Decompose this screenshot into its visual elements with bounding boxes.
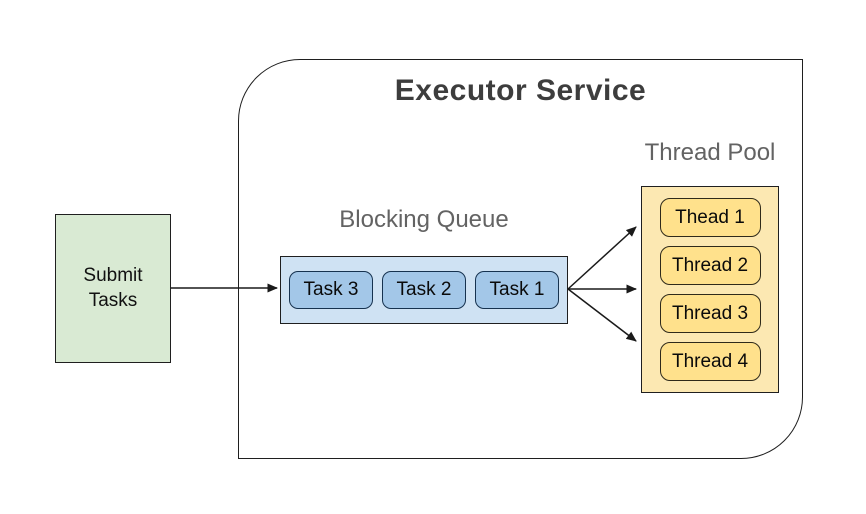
thread-box: Thread 3 — [659, 294, 761, 333]
blocking-queue-label: Blocking Queue — [339, 206, 509, 233]
diagram-title: Executor Service — [394, 74, 647, 107]
thread-box: Thread 2 — [659, 246, 761, 285]
thread-pool-box: Thead 1 Thread 2 Thread 3 Thread 4 — [641, 186, 779, 393]
task-box: Task 3 — [289, 271, 373, 309]
thread-box: Thead 1 — [659, 198, 761, 237]
task-box: Task 1 — [475, 271, 559, 309]
thread-box: Thread 4 — [659, 342, 761, 381]
task-box: Task 2 — [382, 271, 466, 309]
blocking-queue-box: Task 3 Task 2 Task 1 — [280, 256, 568, 324]
submit-tasks-box: Submit Tasks — [55, 214, 171, 363]
thread-pool-label: Thread Pool — [644, 139, 776, 166]
